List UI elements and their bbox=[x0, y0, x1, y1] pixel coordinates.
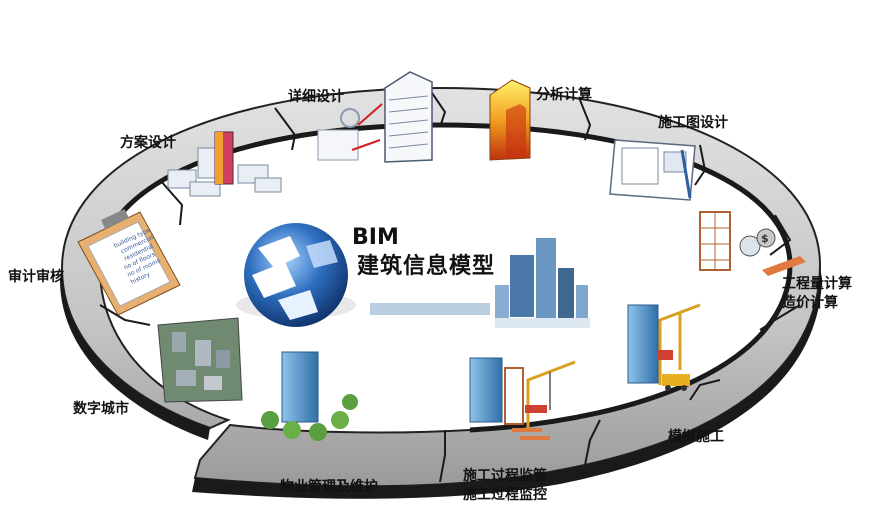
detailed-design-model-icon bbox=[317, 71, 433, 163]
construction-simulation-icon bbox=[627, 303, 701, 391]
globe-icon bbox=[236, 223, 356, 327]
stage-label-quantity-cost: 工程量计算 造价计算 bbox=[782, 275, 852, 313]
construction-supervision-icon bbox=[469, 357, 576, 440]
city-skyline-icon bbox=[370, 238, 590, 328]
svg-text:$: $ bbox=[761, 232, 769, 245]
ring-segment-dividers bbox=[99, 89, 801, 483]
stage-label-construction-drawing: 施工图设计 bbox=[658, 115, 728, 131]
stage-label-detailed-design: 详细设计 bbox=[288, 89, 344, 105]
stage-label-supervision-line1: 施工过程监管 bbox=[463, 468, 547, 484]
clipboard-icon: building type commercial residential no … bbox=[77, 208, 181, 316]
stage-label-scheme-design: 方案设计 bbox=[120, 135, 176, 151]
diagram-title: BIM bbox=[352, 225, 399, 250]
ring-label: VISUALIZATION bbox=[372, 173, 471, 184]
digital-city-aerial-icon bbox=[157, 317, 243, 403]
scheme-design-model-icon bbox=[167, 131, 282, 197]
stage-label-analysis: 分析计算 bbox=[536, 87, 592, 103]
diagram-subtitle: 建筑信息模型 bbox=[357, 254, 496, 279]
analysis-thermal-model-icon bbox=[489, 79, 531, 161]
construction-drawing-sheet-icon bbox=[609, 139, 696, 201]
svg-text:building type commercial: building type commercial residential no … bbox=[113, 226, 170, 286]
property-management-icon bbox=[261, 351, 358, 441]
stage-label-supervision-line2: 施工过程监控 bbox=[463, 487, 547, 503]
stage-label-simulation: 模拟施工 bbox=[668, 429, 724, 445]
stage-label-review: 审计审核 bbox=[8, 269, 64, 285]
quantity-cost-model-icon: $ bbox=[699, 211, 806, 276]
stage-label-digital-city: 数字城市 bbox=[73, 401, 129, 417]
stage-label-supervision: 施工过程监管 施工过程监控 bbox=[463, 467, 547, 505]
stage-label-property-management: 物业管理及维护 bbox=[280, 479, 378, 495]
stage-label-quantity-line1: 工程量计算 bbox=[782, 276, 852, 292]
stage-label-quantity-line2: 造价计算 bbox=[782, 295, 838, 311]
